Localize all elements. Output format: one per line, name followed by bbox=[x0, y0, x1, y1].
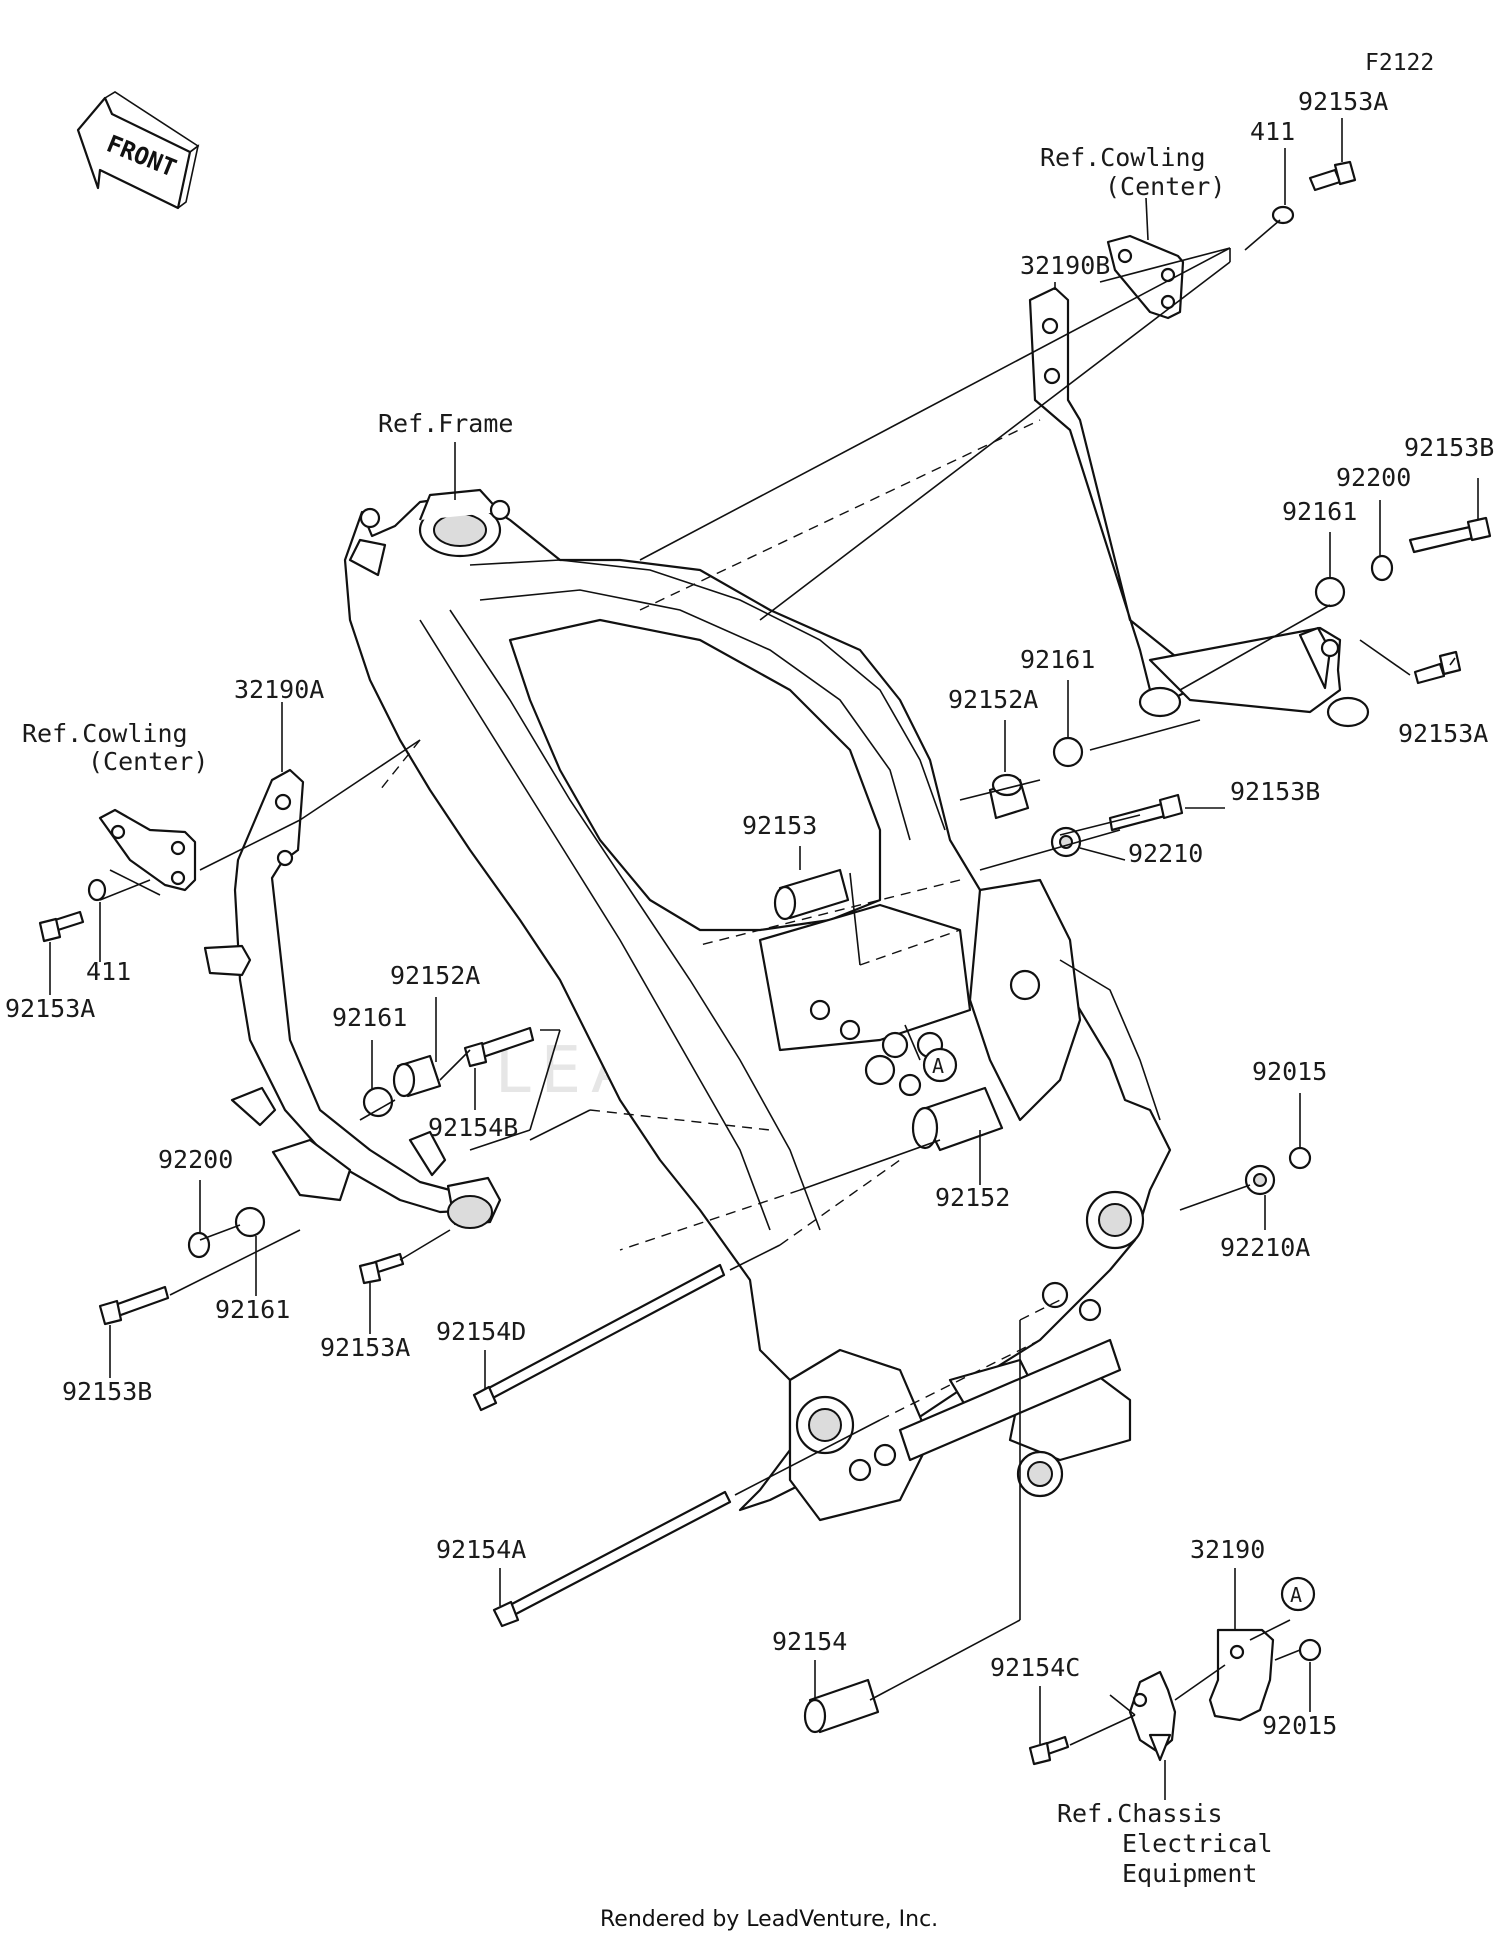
footer-credit: Rendered by LeadVenture, Inc. bbox=[600, 1907, 938, 1932]
part-label: 32190A bbox=[234, 675, 324, 704]
callout-marker-a-frame: A bbox=[922, 1047, 958, 1083]
assembly-lines bbox=[99, 219, 1411, 1746]
part-label: 92154B bbox=[428, 1113, 518, 1142]
part-label: 92161 bbox=[332, 1003, 407, 1032]
bracket-32190A bbox=[203, 768, 502, 1229]
part-label: 92153A bbox=[320, 1333, 410, 1362]
callout-a-label: A bbox=[932, 1054, 944, 1078]
part-label: 92153A bbox=[5, 994, 95, 1023]
part-label: 92154C bbox=[990, 1653, 1080, 1682]
fasteners bbox=[38, 160, 1492, 1766]
ref-chassis-sub2: Equipment bbox=[1122, 1859, 1257, 1888]
part-label: 32190B bbox=[1020, 251, 1110, 280]
ref-frame-label: Ref.Frame bbox=[378, 409, 513, 438]
part-label: 92152A bbox=[948, 685, 1038, 714]
part-label: 92015 bbox=[1252, 1057, 1327, 1086]
part-label: 92210 bbox=[1128, 839, 1203, 868]
part-label: 92153B bbox=[1230, 777, 1320, 806]
figure-id: F2122 bbox=[1365, 50, 1434, 76]
part-label: 92153B bbox=[1404, 433, 1494, 462]
part-label: 92161 bbox=[215, 1295, 290, 1324]
leader-lines bbox=[49, 118, 1479, 1800]
part-label: 92153 bbox=[742, 811, 817, 840]
part-label: 92200 bbox=[158, 1145, 233, 1174]
bracket-32190B bbox=[1028, 286, 1370, 728]
ref-cowling-left-sub: (Center) bbox=[88, 747, 208, 776]
cowling-bracket-left bbox=[98, 808, 197, 892]
part-label: 92200 bbox=[1336, 463, 1411, 492]
part-label: 92153A bbox=[1398, 719, 1488, 748]
callout-marker-a-bracket: A bbox=[1280, 1576, 1316, 1612]
part-label: 92153A bbox=[1298, 87, 1388, 116]
ref-chassis-label: Ref.Chassis bbox=[1057, 1799, 1223, 1828]
ref-cowling-left-label: Ref.Cowling bbox=[22, 719, 188, 748]
part-label: 92152 bbox=[935, 1183, 1010, 1212]
part-label: 32190 bbox=[1190, 1535, 1265, 1564]
part-label: 92152A bbox=[390, 961, 480, 990]
ref-cowling-right-label: Ref.Cowling bbox=[1040, 143, 1206, 172]
main-frame bbox=[343, 488, 1172, 1522]
part-label: 92154 bbox=[772, 1627, 847, 1656]
part-label: 92161 bbox=[1282, 497, 1357, 526]
part-label: 92154D bbox=[436, 1317, 526, 1346]
part-label: 92154A bbox=[436, 1535, 526, 1564]
part-label: 92161 bbox=[1020, 645, 1095, 674]
part-labels: 92153A 411 32190B 92153B 92200 92161 921… bbox=[5, 87, 1494, 1740]
part-label: 411 bbox=[86, 957, 131, 986]
ref-cowling-right-sub: (Center) bbox=[1105, 172, 1225, 201]
part-label: 411 bbox=[1250, 117, 1295, 146]
part-label: 92210A bbox=[1220, 1233, 1310, 1262]
front-arrow-icon: FRONT bbox=[76, 91, 200, 210]
callout-a-label-2: A bbox=[1290, 1583, 1302, 1607]
part-label: 92153B bbox=[62, 1377, 152, 1406]
ref-chassis-sub1: Electrical bbox=[1122, 1829, 1273, 1858]
part-label: 92015 bbox=[1262, 1711, 1337, 1740]
